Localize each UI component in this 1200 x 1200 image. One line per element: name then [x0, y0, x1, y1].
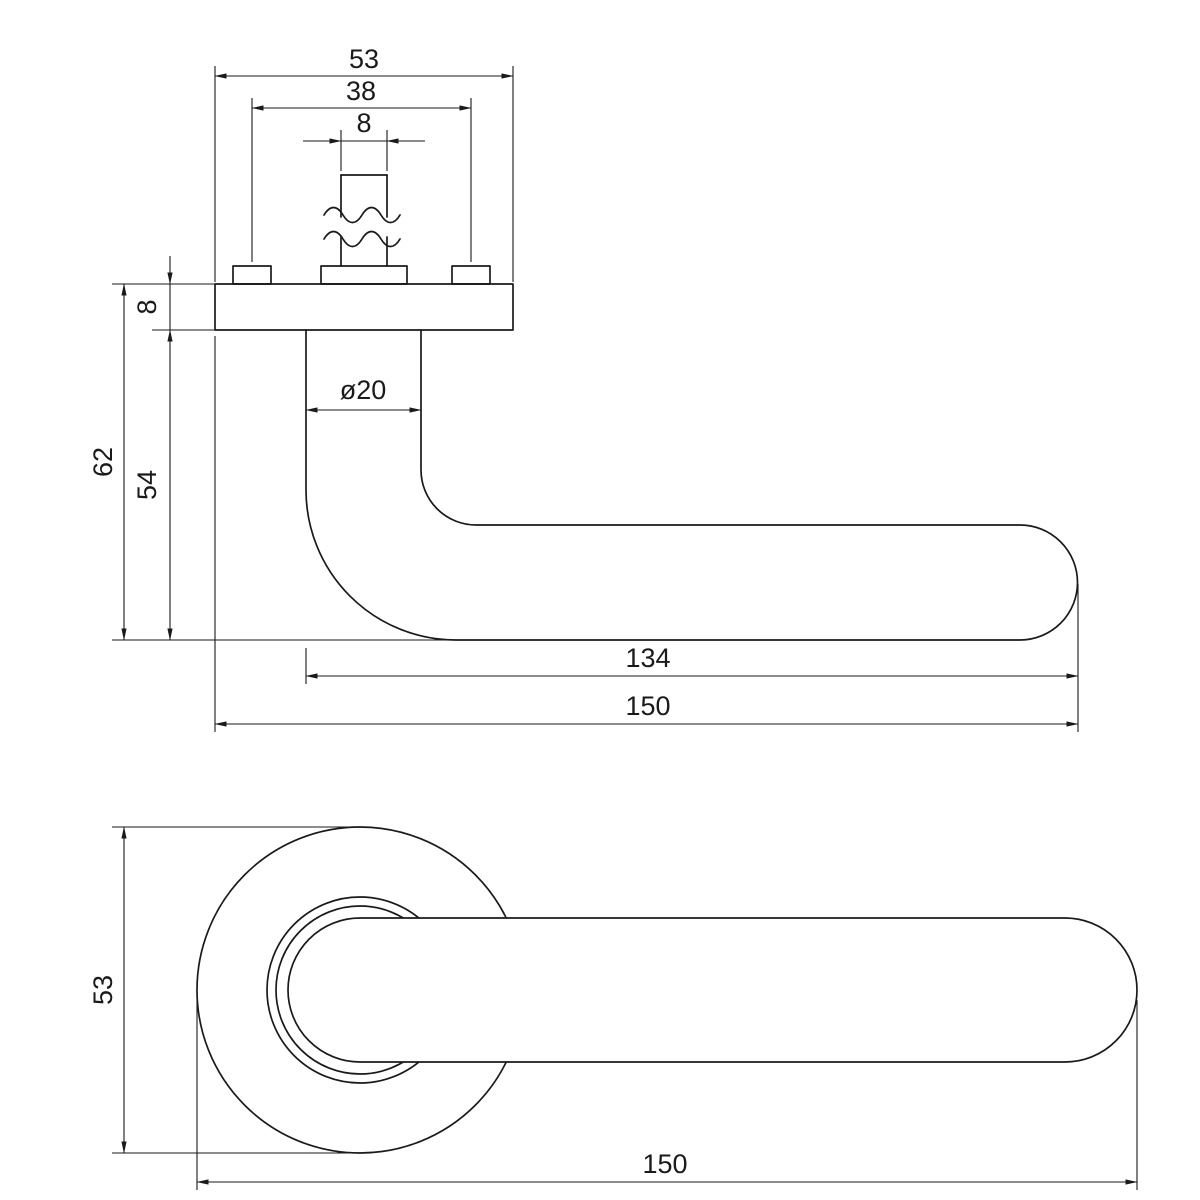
- spindle-boss: [320, 265, 408, 285]
- spindle-sides: [340, 174, 388, 267]
- handle-front-outline: [196, 826, 1138, 1154]
- dim-label-spindle-width: 8: [356, 108, 371, 138]
- dim-label-tube-diameter: ø20: [340, 375, 387, 405]
- extension-lines: [112, 283, 456, 641]
- lever-side-outline: [305, 329, 1079, 641]
- screw-left: [232, 265, 272, 285]
- dim-screw-spacing: 38: [251, 76, 472, 262]
- extension-lines: [196, 1000, 1138, 1190]
- dim-label-screw-spacing: 38: [346, 76, 376, 106]
- dim-overall-length-side: 150: [214, 336, 1079, 732]
- dim-label-overall-length-front: 150: [642, 1149, 687, 1179]
- side-view: 53 38 8 62 8 54: [88, 44, 1079, 732]
- dim-label-neck-height: 54: [132, 470, 162, 500]
- dim-overall-length-front: 150: [196, 1000, 1138, 1190]
- dim-label-overall-length-side: 150: [625, 691, 670, 721]
- break-line-bottom: [323, 230, 401, 248]
- dim-rose-diameter: 53: [88, 826, 356, 1154]
- rose-plate-side: [214, 283, 514, 331]
- extension-lines: [214, 66, 514, 282]
- dim-label-overall-height: 62: [88, 447, 118, 477]
- dim-spindle-width: 8: [303, 108, 425, 171]
- extension-lines: [112, 826, 356, 1154]
- dim-neck-height: 54: [132, 329, 173, 641]
- dim-label-rose-diameter: 53: [88, 975, 118, 1005]
- screw-right: [451, 265, 491, 285]
- handle-side-outline: [214, 174, 1079, 641]
- extension-lines: [305, 584, 1079, 732]
- dim-label-rose-thickness: 8: [132, 299, 162, 314]
- extension-lines: [251, 98, 472, 262]
- break-line-top: [323, 206, 401, 224]
- dim-label-grip-length: 134: [625, 643, 670, 673]
- dim-rose-width: 53: [214, 44, 514, 282]
- dim-tube-diameter: ø20: [305, 375, 422, 413]
- front-view: 53 150: [88, 826, 1138, 1190]
- dim-label-rose-width: 53: [349, 44, 379, 74]
- lever-front-outline: [287, 917, 1138, 1063]
- extension-lines: [340, 130, 388, 171]
- dim-grip-length: 134: [305, 584, 1079, 732]
- dim-rose-thickness: 8: [132, 256, 215, 331]
- dim-overall-height: 62: [88, 283, 456, 641]
